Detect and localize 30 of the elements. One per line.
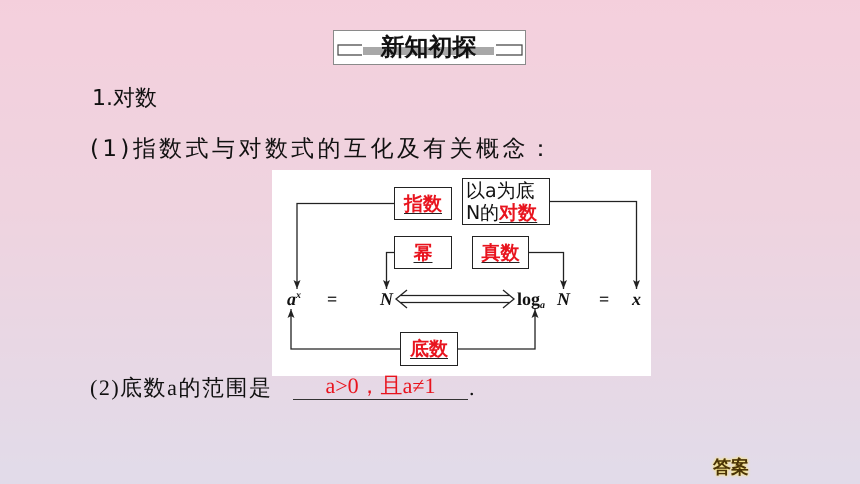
equals-sign: = bbox=[599, 289, 610, 309]
term-box bbox=[400, 332, 458, 366]
arrow bbox=[288, 309, 400, 350]
double-arrow bbox=[394, 289, 516, 309]
arrow bbox=[529, 252, 567, 289]
answer-button: 答案 bbox=[713, 457, 749, 479]
formula-term: N bbox=[380, 289, 393, 309]
term-box bbox=[394, 187, 452, 220]
term-box bbox=[472, 236, 529, 269]
arrow bbox=[294, 202, 394, 289]
equals-sign: = bbox=[327, 289, 338, 309]
answer-text: 指数 bbox=[404, 192, 442, 214]
answer-text: 真数 bbox=[482, 242, 520, 264]
box-text: 以a为底N的对数 bbox=[466, 180, 538, 224]
arrow bbox=[550, 200, 640, 289]
answer-text: 底数 bbox=[410, 338, 448, 360]
term-box bbox=[394, 236, 452, 269]
sentence-period: . bbox=[469, 374, 476, 401]
formula-term: log$_{a}$ bbox=[517, 289, 546, 309]
subheading: (1)指数式与对数式的互化及有关概念： bbox=[90, 136, 556, 163]
formula-term: a$^{x}$ bbox=[287, 289, 301, 309]
section-heading: 1.对数 bbox=[92, 86, 157, 112]
fill-in-line: a>0，且a≠1 bbox=[293, 373, 468, 400]
arrow bbox=[458, 309, 538, 350]
formula-term: N bbox=[557, 289, 570, 309]
question-text: (2)底数a的范围是 bbox=[90, 374, 272, 401]
answer-text: 幂 bbox=[414, 242, 432, 264]
formula-term: x bbox=[632, 289, 641, 309]
arrow bbox=[383, 252, 394, 289]
term-box bbox=[462, 178, 550, 225]
